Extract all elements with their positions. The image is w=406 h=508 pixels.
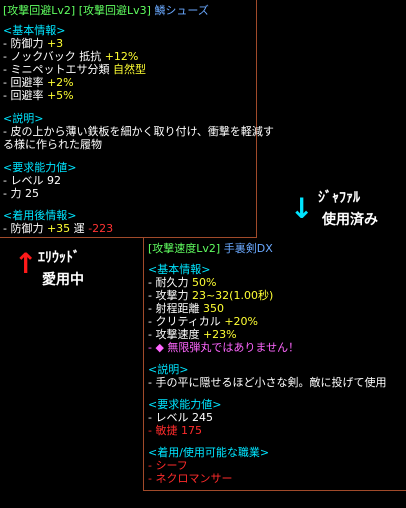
stat-line: - 攻撃力 23~32(1.00秒) [148,289,274,302]
usable-classes-header: <着用/使用可能な職業> [148,446,270,459]
class-line: - ネクロマンサー [148,472,233,485]
stat-line: - クリティカル +20% [148,315,258,328]
requirement-line: - レベル 92 [3,174,61,187]
item-title: [攻撃速度Lv2] 手裏剣DX [148,242,273,255]
description-header: <説明> [148,363,189,376]
arrow-up-icon: ↑ [14,247,38,280]
item-title-name: 鱗シューズ [154,4,209,17]
class-line: - シーフ [148,459,188,472]
stat-line: - 回避率 +2% [3,76,74,89]
description-header: <説明> [3,112,44,125]
requirements-header: <要求能力値> [3,161,77,174]
item-tooltip-scale-shoes: [攻撃回避Lv2] [攻撃回避Lv3] 鱗シューズ <基本情報> - 防御力 +… [0,0,274,238]
used-stamp-name: ｼﾞｬﾌｧﾙ [318,190,360,206]
description-line: - 皮の上から薄い鉄板を細かく取り付け、衝撃を軽減す [3,125,274,138]
worn-stat-line: - 防御力 +35 運 -223 [3,222,114,235]
requirement-line: - レベル 245 [148,411,213,424]
stat-line: - ミニペットエサ分類 自然型 [3,63,146,76]
stat-line: - 攻撃速度 +23% [148,328,237,341]
stat-line: - 防御力 +3 [3,37,64,50]
stat-line: - ノックバック 抵抗 +12% [3,50,139,63]
description-line: る様に作られた履物 [3,138,102,151]
requirements-header: <要求能力値> [148,398,222,411]
requirement-line: - 力 25 [3,187,39,200]
stat-line: - 耐久力 50% [148,276,217,289]
wearing-stamp-status: 愛用中 [42,272,84,288]
stat-line: - 回避率 +5% [3,89,74,102]
item-title: [攻撃回避Lv2] [攻撃回避Lv3] 鱗シューズ [3,4,209,17]
item-title-options: [攻撃回避Lv2] [攻撃回避Lv3] [3,4,151,17]
basic-info-header: <基本情報> [148,263,211,276]
item-tooltip-shuriken-dx: [攻撃速度Lv2] 手裏剣DX <基本情報> - 耐久力 50% - 攻撃力 2… [143,238,406,491]
item-title-options: [攻撃速度Lv2] [148,242,221,255]
item-title-name: 手裏剣DX [223,242,273,255]
basic-info-header: <基本情報> [3,24,66,37]
stat-line: - 射程距離 350 [148,302,224,315]
wearing-stamp-name: ｴﾘｳｯﾄﾞ [38,250,80,266]
arrow-down-icon: ↓ [290,192,314,225]
special-note-line: - ◆ 無限弾丸ではありません！ [148,341,300,354]
description-line: - 手の平に隠せるほど小さな剣。敵に投げて使用 [148,376,387,389]
used-stamp-status: 使用済み [322,212,378,228]
worn-info-header: <着用後情報> [3,209,77,222]
requirement-line-unmet: - 敏捷 175 [148,424,202,437]
